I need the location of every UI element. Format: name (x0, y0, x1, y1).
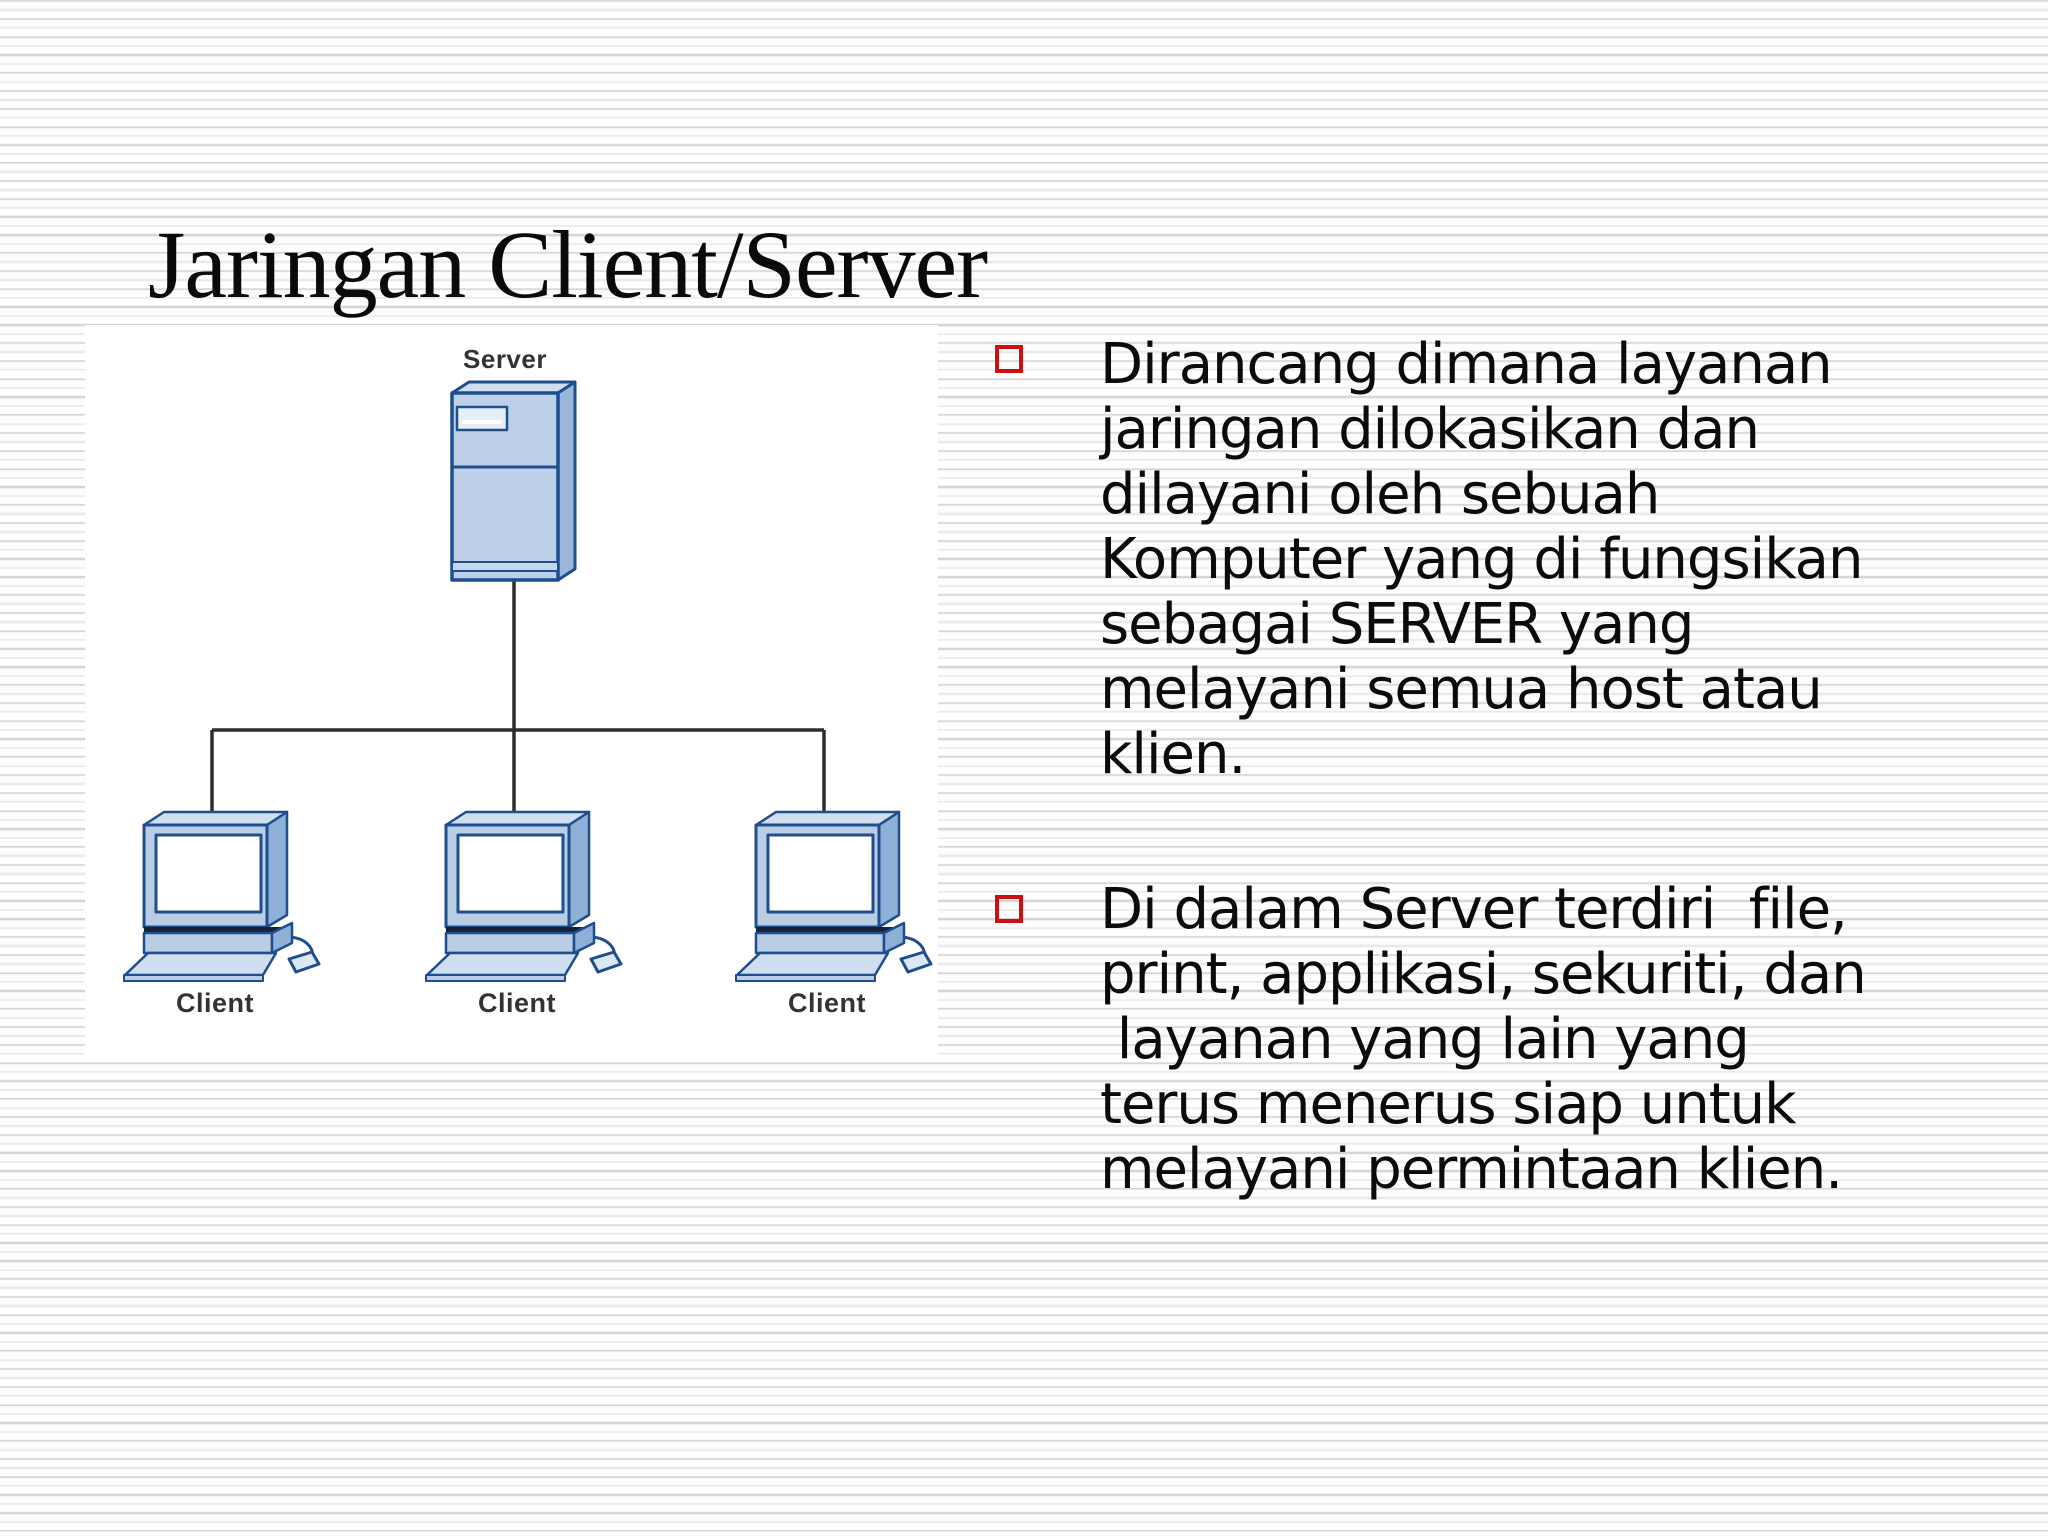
network-cables (210, 580, 826, 812)
page-title: Jaringan Client/Server (148, 211, 988, 318)
bullet-paragraph: Di dalam Server terdiri file, print, app… (1100, 877, 2048, 1202)
bullet-line: klien. (1100, 722, 1246, 787)
client-icon (425, 810, 623, 982)
bullet-line: dilayani oleh sebuah (1100, 462, 1660, 527)
bullet-line: Dirancang dimana layanan (1100, 332, 1833, 397)
bullet-line: Komputer yang di fungsikan (1100, 527, 1863, 592)
bullet-square-icon (995, 345, 1023, 373)
client-node-label: Client (477, 988, 556, 1018)
bullet-square-icon (995, 895, 1023, 923)
server-node-label: Server (463, 344, 547, 374)
bullet-paragraph: Dirancang dimana layanan jaringan diloka… (1100, 332, 2048, 787)
bullet-line: print, applikasi, sekuriti, dan (1100, 942, 1867, 1007)
bullet-line: melayani semua host atau (1100, 657, 1823, 722)
bullet-line: terus menerus siap untuk (1100, 1072, 1797, 1137)
network-diagram-canvas (123, 380, 933, 982)
client-icon (123, 810, 321, 982)
bullet-line: melayani permintaan klien. (1100, 1137, 1843, 1202)
bullet-line: Di dalam Server terdiri file, (1100, 877, 1848, 942)
server-icon (450, 380, 577, 582)
bullet-line: jaringan dilokasikan dan (1100, 397, 1760, 462)
client-node-label: Client (175, 988, 254, 1018)
bullet-line: sebagai SERVER yang (1100, 592, 1694, 657)
bullet-line: layanan yang lain yang (1100, 1007, 1750, 1072)
network-diagram (85, 325, 938, 1055)
client-node-label: Client (787, 988, 866, 1018)
client-icon (735, 810, 933, 982)
